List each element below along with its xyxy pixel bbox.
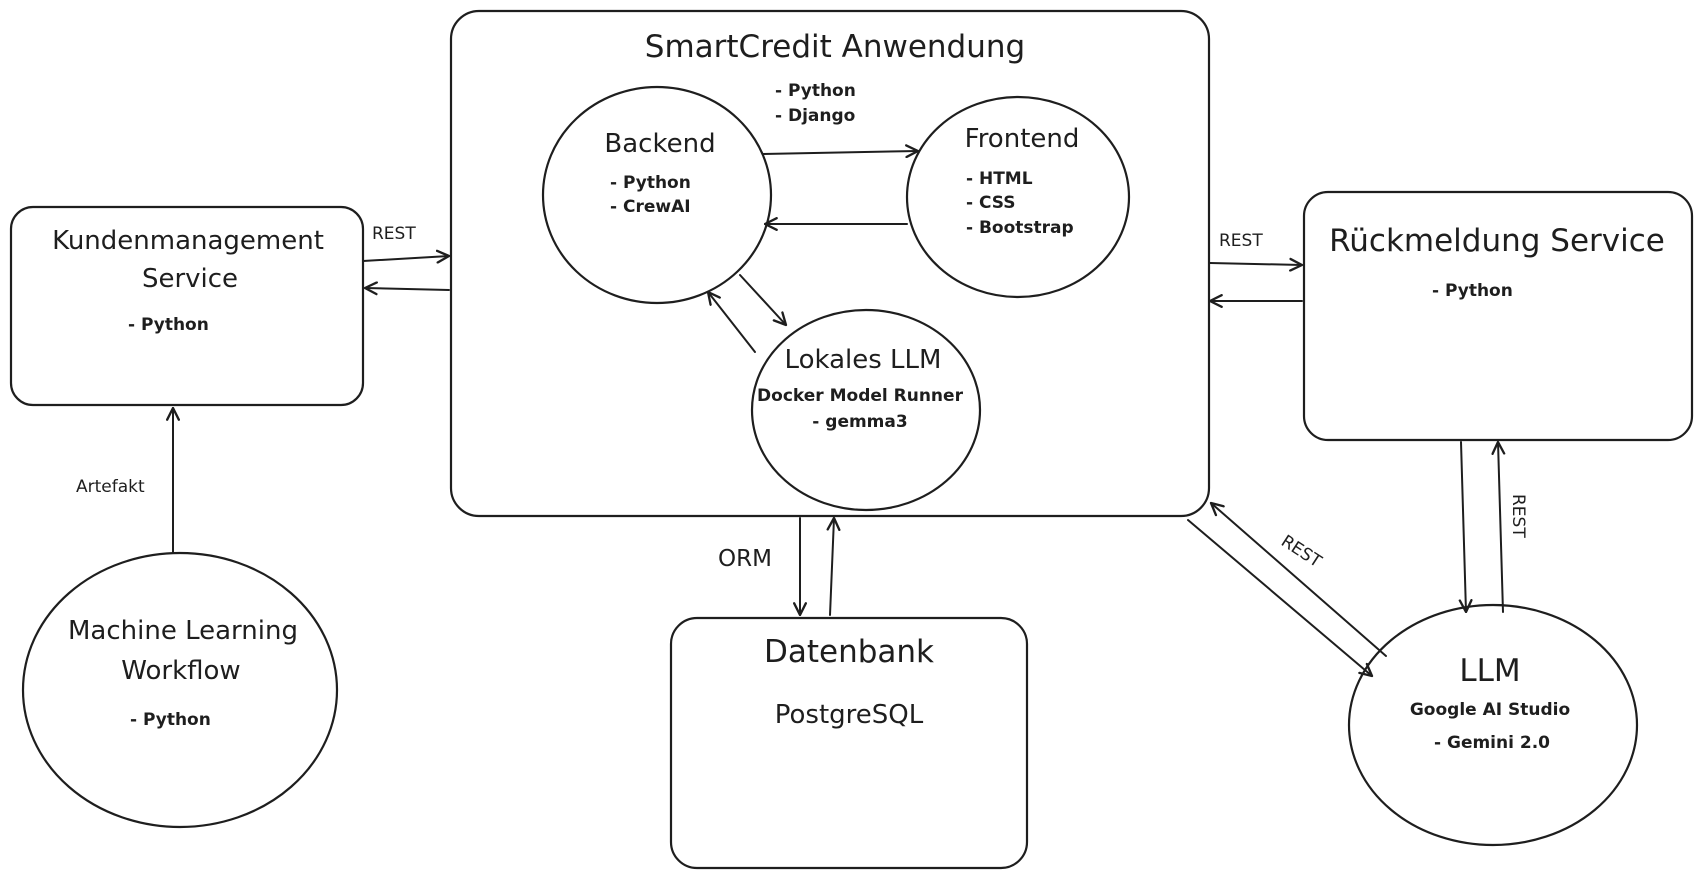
frontend-item: - Bootstrap [966, 218, 1074, 238]
backend-circle [541, 85, 773, 305]
app-title: SmartCredit Anwendung [645, 29, 1025, 65]
ml-title-line: Machine Learning [68, 616, 298, 646]
llm-item: - Gemini 2.0 [1434, 733, 1550, 753]
kundenmanagement-service-box [9, 205, 365, 407]
lokales-llm-title: Lokales LLM [785, 345, 942, 375]
backend-item: - CrewAI [610, 197, 691, 217]
lokales-llm-item: Docker Model Runner [757, 386, 964, 406]
arrow-datenbank-to-app [826, 516, 841, 616]
datenbank-box [669, 616, 1029, 870]
frontend-item: - HTML [966, 169, 1033, 189]
frontend-item: - CSS [966, 193, 1016, 213]
llm-title: LLM [1459, 653, 1520, 689]
backend-frontend-note-line: - Python [775, 81, 856, 101]
edge-label-rest-kunden: REST [372, 224, 416, 244]
arrow-app-to-llm [1187, 519, 1374, 678]
arrow-kunden-to-app [362, 249, 451, 264]
rueckmeldung-service-box [1302, 190, 1694, 442]
arrow-lokales-llm-to-backend [706, 290, 756, 353]
backend-title: Backend [604, 129, 715, 159]
rueckmeldung-item: - Python [1432, 281, 1513, 301]
frontend-title: Frontend [965, 124, 1080, 154]
edge-label-orm: ORM [718, 546, 772, 572]
arrow-rueckmeldung-to-llm [1458, 441, 1473, 614]
llm-item: Google AI Studio [1410, 700, 1570, 720]
backend-item: - Python [610, 173, 691, 193]
llm-circle [1347, 603, 1639, 847]
datenbank-subtitle: PostgreSQL [775, 700, 924, 730]
machine-learning-workflow-circle [21, 551, 339, 829]
arrow-backend-to-lokales-llm [739, 274, 788, 327]
lokales-llm-item: - gemma3 [812, 412, 907, 432]
edge-label-artefakt: Artefakt [76, 477, 145, 497]
backend-frontend-note-line: - Django [775, 106, 855, 126]
edge-label-rest-llm-feedback: REST [1508, 494, 1528, 538]
frontend-circle [905, 95, 1131, 299]
kunden-title-line: Service [142, 264, 238, 294]
arrow-llm-to-rueckmeldung [1491, 440, 1506, 613]
edge-label-rest-rueckmeldung: REST [1219, 231, 1263, 251]
arrow-app-to-rueckmeldung [1209, 257, 1304, 272]
lokales-llm-circle [750, 308, 982, 512]
kunden-item: - Python [128, 315, 209, 335]
arrow-backend-to-frontend [762, 144, 920, 159]
ml-title-line: Workflow [121, 656, 240, 686]
rueckmeldung-title: Rückmeldung Service [1329, 223, 1665, 259]
kunden-title-line: Kundenmanagement [52, 226, 324, 256]
arrow-app-to-kunden [363, 281, 450, 296]
arrow-llm-to-app [1209, 501, 1387, 657]
ml-item: - Python [130, 710, 211, 730]
datenbank-title: Datenbank [764, 634, 934, 670]
